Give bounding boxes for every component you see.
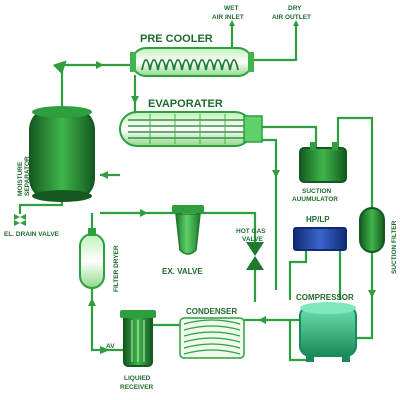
pipe-evaporator-to-accumulator — [262, 125, 318, 148]
pipe-exvalve-to-hotgas — [196, 211, 257, 242]
wet-air-inlet-label-2: AIR INLET — [212, 14, 244, 21]
suction-filter-label: SUCTION FILTER — [391, 220, 398, 274]
moisture-separator-label-2: SEPARATOR — [24, 156, 31, 196]
suction-filter — [359, 207, 385, 253]
pipe-receiver-to-filterdryer — [90, 286, 124, 352]
liquied-receiver — [120, 310, 156, 367]
flow-arrow-icon — [88, 298, 96, 306]
evaporater-label: EVAPORATER — [148, 98, 223, 110]
ex-valve — [172, 205, 204, 255]
ex-valve-label: EX. VALVE — [162, 267, 203, 276]
suction-accumulator-label-2: AUUMULATOR — [292, 196, 338, 203]
flow-arrow-icon — [100, 171, 108, 179]
dry-air-outlet-label-1: DRY — [288, 5, 302, 12]
suction-accumulator — [299, 142, 347, 183]
evaporater — [119, 111, 263, 147]
flow-arrows — [88, 61, 376, 324]
moisture-separator — [29, 106, 95, 202]
hot-gas-valve-label-2: VALVE — [242, 236, 263, 243]
pipe-accumulator-to-filter — [336, 116, 374, 208]
drain-valve-icon — [14, 214, 26, 226]
pipe-compressor-return — [288, 320, 312, 362]
liquied-receiver-label-1: LIQUIED — [124, 375, 151, 382]
pipe-separator-to-precooler — [52, 60, 132, 120]
moisture-separator-label-1: MOISTURE — [17, 161, 24, 196]
flow-arrow-icon — [131, 96, 139, 104]
wet-air-inlet-label-1: WET — [224, 5, 238, 12]
pipe-filter-to-compressor — [356, 250, 374, 340]
flow-arrow-icon — [368, 290, 376, 298]
filter-dryer-label: FILTER DRYER — [113, 245, 120, 292]
compressor — [299, 302, 357, 362]
av-valve-icon — [100, 346, 110, 354]
av-label: AV — [106, 343, 115, 350]
dry-air-outlet-arrow-icon — [293, 20, 299, 26]
pipe-hplp-left — [288, 250, 308, 300]
dry-air-outlet-label-2: AIR OUTLET — [272, 14, 311, 21]
suction-accumulator-label-1: SUCTION — [302, 188, 332, 195]
flow-arrow-icon — [96, 61, 104, 69]
hot-gas-valve — [246, 242, 264, 270]
condenser-label: CONDENSER — [186, 307, 237, 316]
hot-gas-valve-icon — [246, 242, 264, 270]
pre-cooler — [130, 47, 254, 77]
flow-arrow-icon — [258, 316, 266, 324]
hp-lp-switch — [293, 227, 347, 251]
el-drain-valve-label: EL. DRAIN VALVE — [4, 231, 60, 238]
flow-arrow-icon — [272, 170, 280, 178]
wet-air-inlet-arrow-icon — [229, 20, 235, 26]
pipe-evaporator-outlet — [262, 138, 278, 290]
hot-gas-valve-label-1: HOT GAS — [236, 228, 266, 235]
pipe-dry-air-outlet — [252, 22, 298, 62]
filter-dryer — [79, 228, 105, 289]
hp-lp-label: HP/LP — [306, 215, 330, 224]
pre-cooler-label: PRE COOLER — [140, 33, 213, 45]
condenser — [179, 317, 245, 359]
liquied-receiver-label-2: RECEIVER — [120, 384, 154, 391]
flow-arrow-icon — [140, 209, 148, 217]
compressor-label: COMPRESSOR — [296, 293, 354, 302]
pre-cooler-coil — [141, 59, 239, 71]
